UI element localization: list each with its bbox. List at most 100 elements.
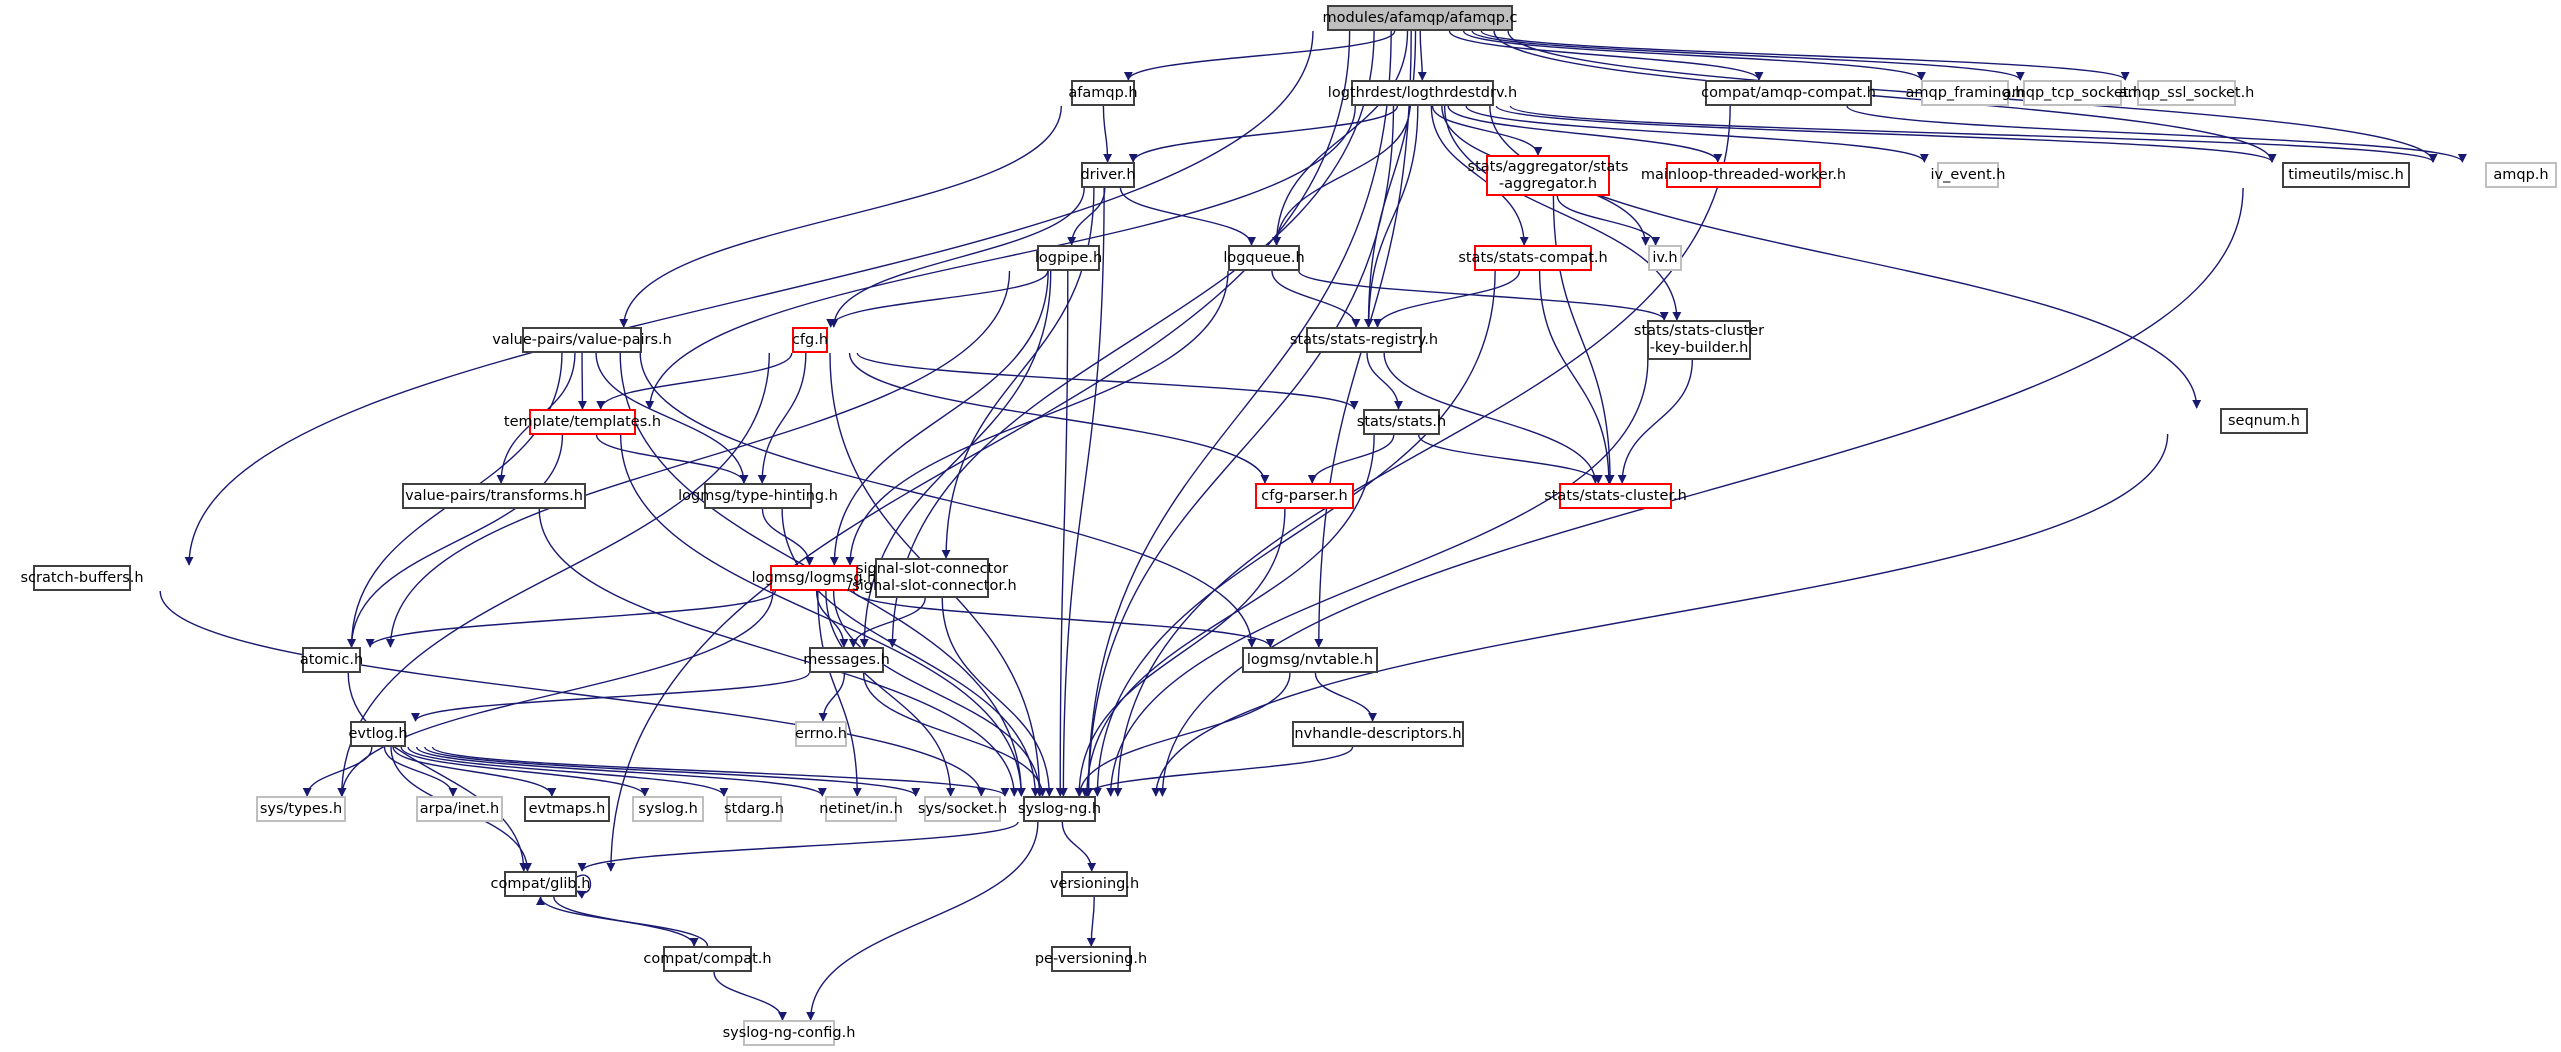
node-nvhandle-descriptors-h[interactable]: nvhandle-descriptors.h: [1292, 721, 1464, 747]
edge-afamqp_c-to-amqp_tcp_socket_h: [1471, 30, 2025, 81]
node-label: atomic.h: [299, 651, 364, 668]
node-amqp-tcp-socket-h[interactable]: amqp_tcp_socket.h: [2003, 80, 2142, 106]
node-label: stats/stats-registry.h: [1289, 331, 1439, 348]
edge-afamqp_c-to-amqp_framing_h: [1462, 30, 1926, 81]
node-seqnum-h[interactable]: seqnum.h: [2220, 408, 2308, 434]
node-logmsg-nvtable-h[interactable]: logmsg/nvtable.h: [1242, 647, 1378, 673]
node-value-pairs-transforms-h[interactable]: value-pairs/transforms.h: [402, 483, 586, 509]
node-value-pairs-h[interactable]: value-pairs/value-pairs.h: [492, 327, 672, 353]
node-logqueue-h[interactable]: logqueue.h: [1223, 245, 1305, 271]
edge-logthrdestdrv_h-to-stats_ckb_h: [1443, 105, 1682, 321]
edge-driver_h-to-cfg_h: [829, 187, 1085, 328]
node-compat-glib-h[interactable]: compat/glib.h: [491, 871, 590, 897]
node-afamqp-c[interactable]: modules/afamqp/afamqp.c: [1322, 5, 1518, 31]
node-amqp-h[interactable]: amqp.h: [2485, 162, 2557, 188]
edge-messages_h-to-syslog_ng_h: [862, 672, 1047, 797]
node-iv-h[interactable]: iv.h: [1648, 245, 1682, 271]
node-label: seqnum.h: [2228, 412, 2300, 429]
node-label: logmsg/type-hinting.h: [678, 487, 838, 504]
edge-evtlog_h-to-sys_socket_h: [424, 746, 921, 797]
node-cfg-parser-h[interactable]: cfg-parser.h: [1255, 483, 1354, 509]
node-stats-cluster-key-builder-h[interactable]: stats/stats-cluster-key-builder.h: [1634, 320, 1764, 360]
edge-cfg_h-to-templates_h: [596, 352, 793, 410]
node-label: stats/aggregator/stats-aggregator.h: [1468, 159, 1629, 193]
node-syslog-ng-h[interactable]: syslog-ng.h: [1018, 796, 1101, 822]
edge-cfg_h-to-stats_h: [856, 352, 1359, 410]
node-errno-h[interactable]: errno.h: [795, 721, 847, 747]
node-messages-h[interactable]: messages.h: [803, 647, 890, 673]
node-label: syslog-ng.h: [1017, 800, 1102, 817]
edge-logthrdestdrv_h-to-stats_compat_h: [1430, 105, 1529, 246]
node-signal-slot-connector-h[interactable]: signal-slot-connector/signal-slot-connec…: [847, 558, 1017, 598]
node-stats-registry-h[interactable]: stats/stats-registry.h: [1290, 327, 1438, 353]
edge-logpipe_h-to-messages_h: [859, 270, 1052, 648]
node-cfg-h[interactable]: cfg.h: [792, 327, 828, 353]
edge-value_pairs_h-to-nvtable_h: [639, 352, 1257, 648]
node-stats-compat-h[interactable]: stats/stats-compat.h: [1458, 245, 1608, 271]
edge-logthrdestdrv_h-to-stats_aggregator_h: [1431, 105, 1543, 156]
edge-logqueue_h-to-stats_registry_h: [1271, 270, 1361, 328]
node-template-templates-h[interactable]: template/templates.h: [504, 409, 661, 435]
node-label: mainloop-threaded-worker.h: [1640, 166, 1847, 183]
node-label: value-pairs/value-pairs.h: [492, 331, 672, 348]
node-compat-compat-h[interactable]: compat/compat.h: [643, 946, 772, 972]
edge-logmsg_h-to-syslog_ng_h: [832, 590, 1045, 797]
edge-driver_h-to-syslog_ng_h: [1058, 187, 1105, 797]
node-syslog-h[interactable]: syslog.h: [632, 796, 704, 822]
node-label: iv.h: [1652, 249, 1678, 266]
node-iv-event-h[interactable]: iv_event.h: [1931, 162, 2005, 188]
node-logmsg-logmsg-h[interactable]: logmsg/logmsg.h: [752, 565, 876, 591]
node-label: modules/afamqp/afamqp.c: [1322, 9, 1518, 26]
edge-evtlog_h-to-syslog_h: [400, 746, 650, 797]
node-stats-stats-h[interactable]: stats/stats.h: [1357, 409, 1446, 435]
edge-evtlog_h-to-arpa_inet_h: [383, 746, 458, 797]
node-pe-versioning-h[interactable]: pe-versioning.h: [1035, 946, 1147, 972]
edge-compat_compat_h-to-compat_glib_h: [536, 896, 709, 947]
edge-evtlog_h-to-stdarg_h: [407, 746, 729, 797]
node-mainloop-threaded-worker-h[interactable]: mainloop-threaded-worker.h: [1641, 162, 1846, 188]
edge-type_hinting_h-to-syslog_ng_h: [781, 508, 1040, 797]
edge-compat_glib_h-to-compat_glib_h: [576, 874, 592, 899]
node-label: arpa/inet.h: [419, 800, 500, 817]
node-label-line: -key-builder.h: [1649, 340, 1749, 356]
node-arpa-inet-h[interactable]: arpa/inet.h: [416, 796, 503, 822]
edge-nvhandle_desc_h-to-syslog_ng_h: [1080, 746, 1354, 797]
node-netinet-in-h[interactable]: netinet/in.h: [819, 796, 903, 822]
node-versioning-h[interactable]: versioning.h: [1050, 871, 1139, 897]
node-label: evtlog.h: [348, 725, 408, 742]
node-amqp-compat-h[interactable]: compat/amqp-compat.h: [1701, 80, 1876, 106]
node-stats-aggregator-h[interactable]: stats/aggregator/stats-aggregator.h: [1468, 155, 1628, 196]
node-timeutils-misc-h[interactable]: timeutils/misc.h: [2282, 162, 2410, 188]
node-sys-types-h[interactable]: sys/types.h: [256, 796, 346, 822]
node-evtlog-h[interactable]: evtlog.h: [348, 721, 408, 747]
node-syslog-ng-config-h[interactable]: syslog-ng-config.h: [723, 1020, 855, 1046]
node-amqp-framing-h[interactable]: amqp_framing.h: [1906, 80, 2024, 106]
node-label: nvhandle-descriptors.h: [1294, 725, 1462, 742]
node-driver-h[interactable]: driver.h: [1080, 162, 1136, 188]
edge-templates_h-to-atomic_h: [347, 434, 564, 648]
node-logmsg-type-hinting-h[interactable]: logmsg/type-hinting.h: [678, 483, 838, 509]
edge-nvtable_h-to-syslog_ng_h: [1075, 672, 1291, 797]
node-afamqp-h[interactable]: afamqp.h: [1068, 80, 1138, 106]
node-label: syslog-ng-config.h: [722, 1024, 856, 1041]
node-amqp-ssl-socket-h[interactable]: amqp_ssl_socket.h: [2119, 80, 2254, 106]
node-label: evtmaps.h: [528, 800, 606, 817]
node-evtmaps-h[interactable]: evtmaps.h: [524, 796, 610, 822]
node-scratch-buffers-h[interactable]: scratch-buffers.h: [20, 565, 144, 591]
edge-stats_compat_h-to-syslog_ng_h: [1092, 270, 1496, 797]
node-label: stats/stats-cluster-key-builder.h: [1634, 323, 1764, 357]
node-label: amqp_framing.h: [1905, 84, 2025, 101]
edge-stats_compat_h-to-stats_registry_h: [1373, 270, 1521, 328]
edge-logpipe_h-to-syslog_ng_h: [1055, 270, 1069, 797]
node-label: amqp_tcp_socket.h: [2002, 84, 2143, 101]
edge-ssc_h-to-messages_h: [848, 597, 926, 648]
node-logthrdestdrv-h[interactable]: logthrdest/logthrdestdrv.h: [1328, 80, 1517, 106]
node-logpipe-h[interactable]: logpipe.h: [1035, 245, 1102, 271]
node-sys-socket-h[interactable]: sys/socket.h: [918, 796, 1007, 822]
node-stats-cluster-h[interactable]: stats/stats-cluster.h: [1544, 483, 1687, 509]
edge-afamqp_h-to-driver_h: [1102, 105, 1113, 163]
node-label: stats/stats.h: [1356, 413, 1447, 430]
node-stdarg-h[interactable]: stdarg.h: [724, 796, 784, 822]
node-atomic-h[interactable]: atomic.h: [299, 647, 364, 673]
edge-cfg_h-to-sys_types_h: [337, 352, 770, 797]
